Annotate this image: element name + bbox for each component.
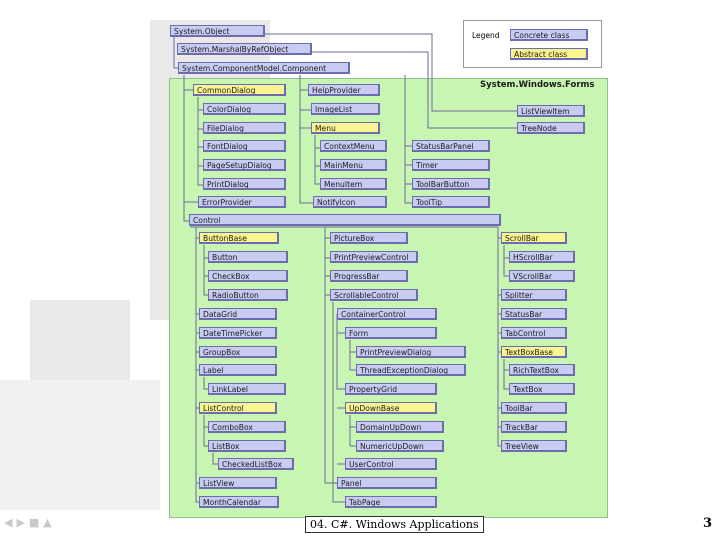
- node-button-base: ButtonBase: [199, 232, 279, 244]
- node-panel: Panel: [337, 477, 437, 489]
- node-list-view: ListView: [199, 477, 277, 489]
- node-control: Control: [189, 214, 501, 226]
- node-radio-button: RadioButton: [208, 289, 288, 301]
- node-error-provider: ErrorProvider: [198, 196, 286, 208]
- background-desk-shape: [0, 380, 160, 510]
- node-page-setup-dialog: PageSetupDialog: [203, 159, 286, 171]
- node-tree-node: TreeNode: [517, 122, 585, 134]
- node-checked-list-box: CheckedListBox: [218, 458, 294, 470]
- node-menu-item: MenuItem: [320, 178, 387, 190]
- node-label: Label: [199, 364, 277, 376]
- node-container-control: ContainerControl: [337, 308, 437, 320]
- node-tab-control: TabControl: [501, 327, 567, 339]
- node-menu: Menu: [311, 122, 380, 134]
- node-date-time-picker: DateTimePicker: [199, 327, 277, 339]
- node-context-menu: ContextMenu: [320, 140, 387, 152]
- node-link-label: LinkLabel: [208, 383, 286, 395]
- node-print-dialog: PrintDialog: [203, 178, 286, 190]
- node-file-dialog: FileDialog: [203, 122, 286, 134]
- node-notify-icon: NotifyIcon: [313, 196, 387, 208]
- legend-concrete-class: Concrete class: [510, 29, 588, 41]
- node-scrollable-control: ScrollableControl: [330, 289, 418, 301]
- node-domain-up-down: DomainUpDown: [356, 421, 444, 433]
- node-text-box: TextBox: [509, 383, 575, 395]
- node-h-scroll-bar: HScrollBar: [509, 251, 575, 263]
- node-user-control: UserControl: [345, 458, 437, 470]
- node-form: Form: [345, 327, 437, 339]
- node-marshal-by-ref-object: System.MarshalByRefObject: [177, 43, 312, 55]
- node-up-down-base: UpDownBase: [345, 402, 437, 414]
- node-check-box: CheckBox: [208, 270, 288, 282]
- node-tab-page: TabPage: [345, 496, 437, 508]
- legend-title: Legend: [472, 31, 500, 40]
- node-color-dialog: ColorDialog: [203, 103, 286, 115]
- node-v-scroll-bar: VScrollBar: [509, 270, 575, 282]
- node-tool-tip: ToolTip: [412, 196, 490, 208]
- node-font-dialog: FontDialog: [203, 140, 286, 152]
- node-numeric-up-down: NumericUpDown: [356, 440, 444, 452]
- node-list-view-item: ListViewItem: [517, 105, 585, 117]
- namespace-label: System.Windows.Forms: [480, 80, 595, 90]
- page-number: 3: [703, 516, 713, 531]
- node-main-menu: MainMenu: [320, 159, 387, 171]
- node-system-object: System.Object: [170, 25, 265, 37]
- node-rich-text-box: RichTextBox: [509, 364, 575, 376]
- node-thread-exception-dialog: ThreadExceptionDialog: [356, 364, 466, 376]
- node-month-calendar: MonthCalendar: [199, 496, 279, 508]
- node-status-bar-panel: StatusBarPanel: [412, 140, 490, 152]
- node-tool-bar: ToolBar: [501, 402, 567, 414]
- node-help-provider: HelpProvider: [308, 84, 380, 96]
- legend-box: Legend Concrete class Abstract class: [463, 20, 602, 68]
- node-splitter: Splitter: [501, 289, 567, 301]
- node-tool-bar-button: ToolBarButton: [412, 178, 490, 190]
- node-timer: Timer: [412, 159, 490, 171]
- node-list-control: ListControl: [199, 402, 277, 414]
- node-picture-box: PictureBox: [330, 232, 408, 244]
- node-print-preview-dialog: PrintPreviewDialog: [356, 346, 466, 358]
- node-combo-box: ComboBox: [208, 421, 286, 433]
- node-component: System.ComponentModel.Component: [178, 62, 350, 74]
- legend-abstract-class: Abstract class: [510, 48, 588, 60]
- node-group-box: GroupBox: [199, 346, 277, 358]
- slide-caption: 04. C#. Windows Applications: [305, 516, 484, 533]
- node-property-grid: PropertyGrid: [345, 383, 437, 395]
- node-button: Button: [208, 251, 288, 263]
- node-common-dialog: CommonDialog: [193, 84, 286, 96]
- node-tree-view: TreeView: [501, 440, 567, 452]
- node-image-list: ImageList: [311, 103, 380, 115]
- node-data-grid: DataGrid: [199, 308, 277, 320]
- node-progress-bar: ProgressBar: [330, 270, 408, 282]
- node-list-box: ListBox: [208, 440, 286, 452]
- node-scroll-bar: ScrollBar: [501, 232, 567, 244]
- node-status-bar: StatusBar: [501, 308, 567, 320]
- node-track-bar: TrackBar: [501, 421, 567, 433]
- node-print-preview-control: PrintPreviewControl: [330, 251, 418, 263]
- slide-navigation-icons[interactable]: ◀▶■▲: [4, 516, 56, 529]
- node-text-box-base: TextBoxBase: [501, 346, 567, 358]
